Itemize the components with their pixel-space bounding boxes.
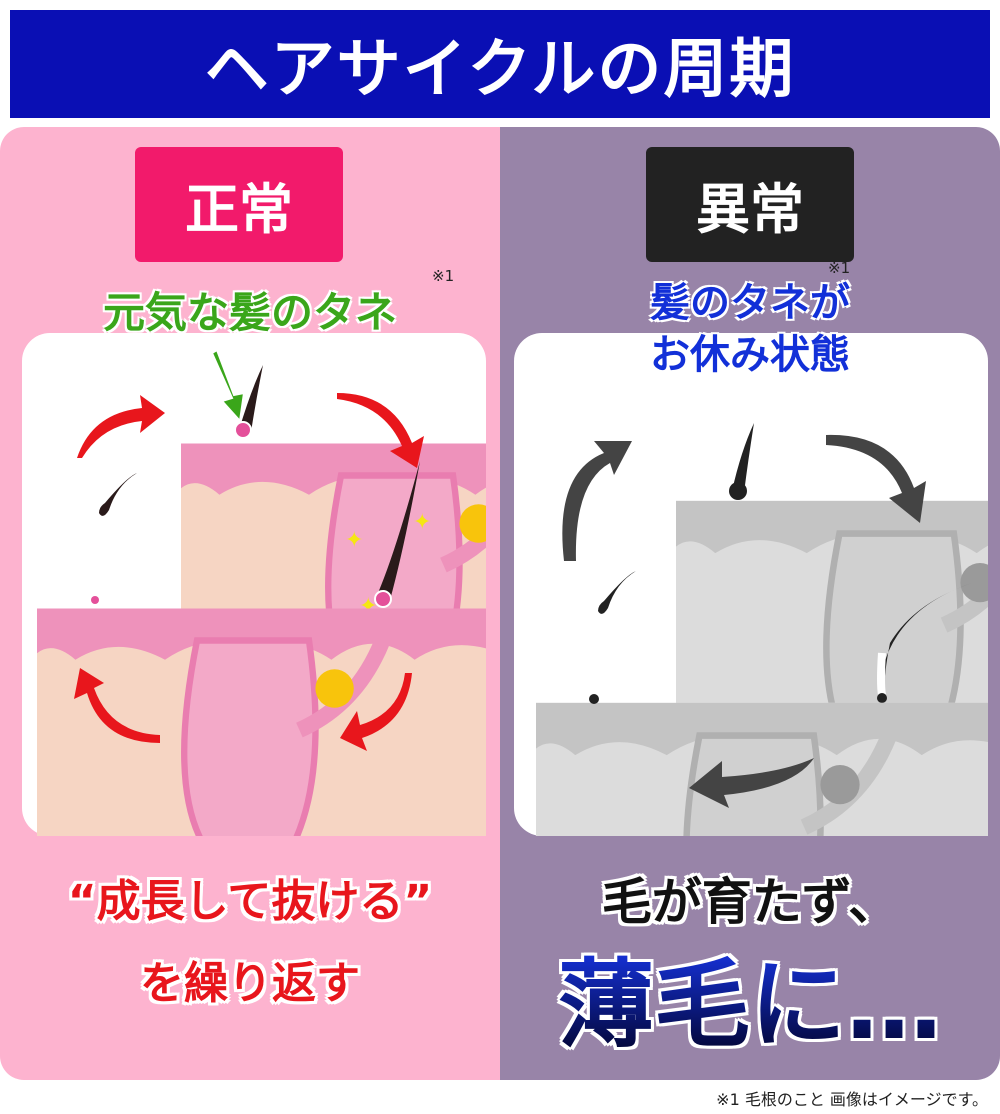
- dormant-caption-line2: お休み状態: [650, 332, 850, 378]
- abnormal-summary-line2: 薄毛に…: [500, 927, 1000, 1066]
- healthy-seed-caption: 元気な髪のタネ: [102, 288, 397, 337]
- svg-text:✦: ✦: [413, 510, 431, 535]
- green-pointer-arrow: [210, 348, 246, 424]
- svg-text:✦: ✦: [345, 528, 363, 553]
- footnote: ※1 毛根のこと 画像はイメージです。: [716, 1090, 988, 1109]
- abnormal-cycle-illustration: [514, 423, 988, 836]
- cycle-arrow-icon: [689, 758, 814, 808]
- cycle-arrow-icon: [562, 441, 632, 561]
- normal-panel: 正常 ✦ ✦ ✦: [0, 127, 500, 1080]
- dormant-caption-line1: 髪のタネが: [650, 280, 850, 326]
- cycle-arrow-icon: [826, 434, 926, 523]
- abnormal-label: 異常: [646, 147, 854, 262]
- abnormal-panel: 異常 ※1 髪のタネが: [500, 127, 1000, 1080]
- normal-label: 正常: [135, 147, 343, 262]
- dormant-top-tile: [676, 423, 988, 836]
- cycle-arrow-icon: [340, 673, 412, 751]
- dormant-right-tile: [824, 583, 988, 836]
- abnormal-summary-line1: 毛が育たず、: [601, 873, 899, 931]
- telogen-tile: [37, 473, 486, 836]
- page-title: ヘアサイクルの周期: [10, 10, 990, 118]
- normal-cycle-illustration: ✦ ✦ ✦: [22, 348, 486, 836]
- anagen-start-tile: [181, 365, 486, 780]
- dormant-seed-caption: 髪のタネが お休み状態: [500, 277, 1000, 381]
- cycle-arrow-icon: [74, 668, 160, 743]
- normal-summary-line2: を繰り返す: [140, 958, 360, 1009]
- dormant-left-tile: [536, 571, 988, 836]
- cycle-arrow-icon: [77, 395, 165, 458]
- normal-summary-line1: “成長して抜ける”: [67, 876, 433, 927]
- cycle-arrow-icon: [337, 393, 424, 468]
- footnote-mark: ※1: [432, 267, 455, 285]
- abnormal-cycle-card: [514, 333, 988, 836]
- footnote-mark: ※1: [828, 259, 851, 277]
- normal-cycle-card: ✦ ✦ ✦: [22, 333, 486, 836]
